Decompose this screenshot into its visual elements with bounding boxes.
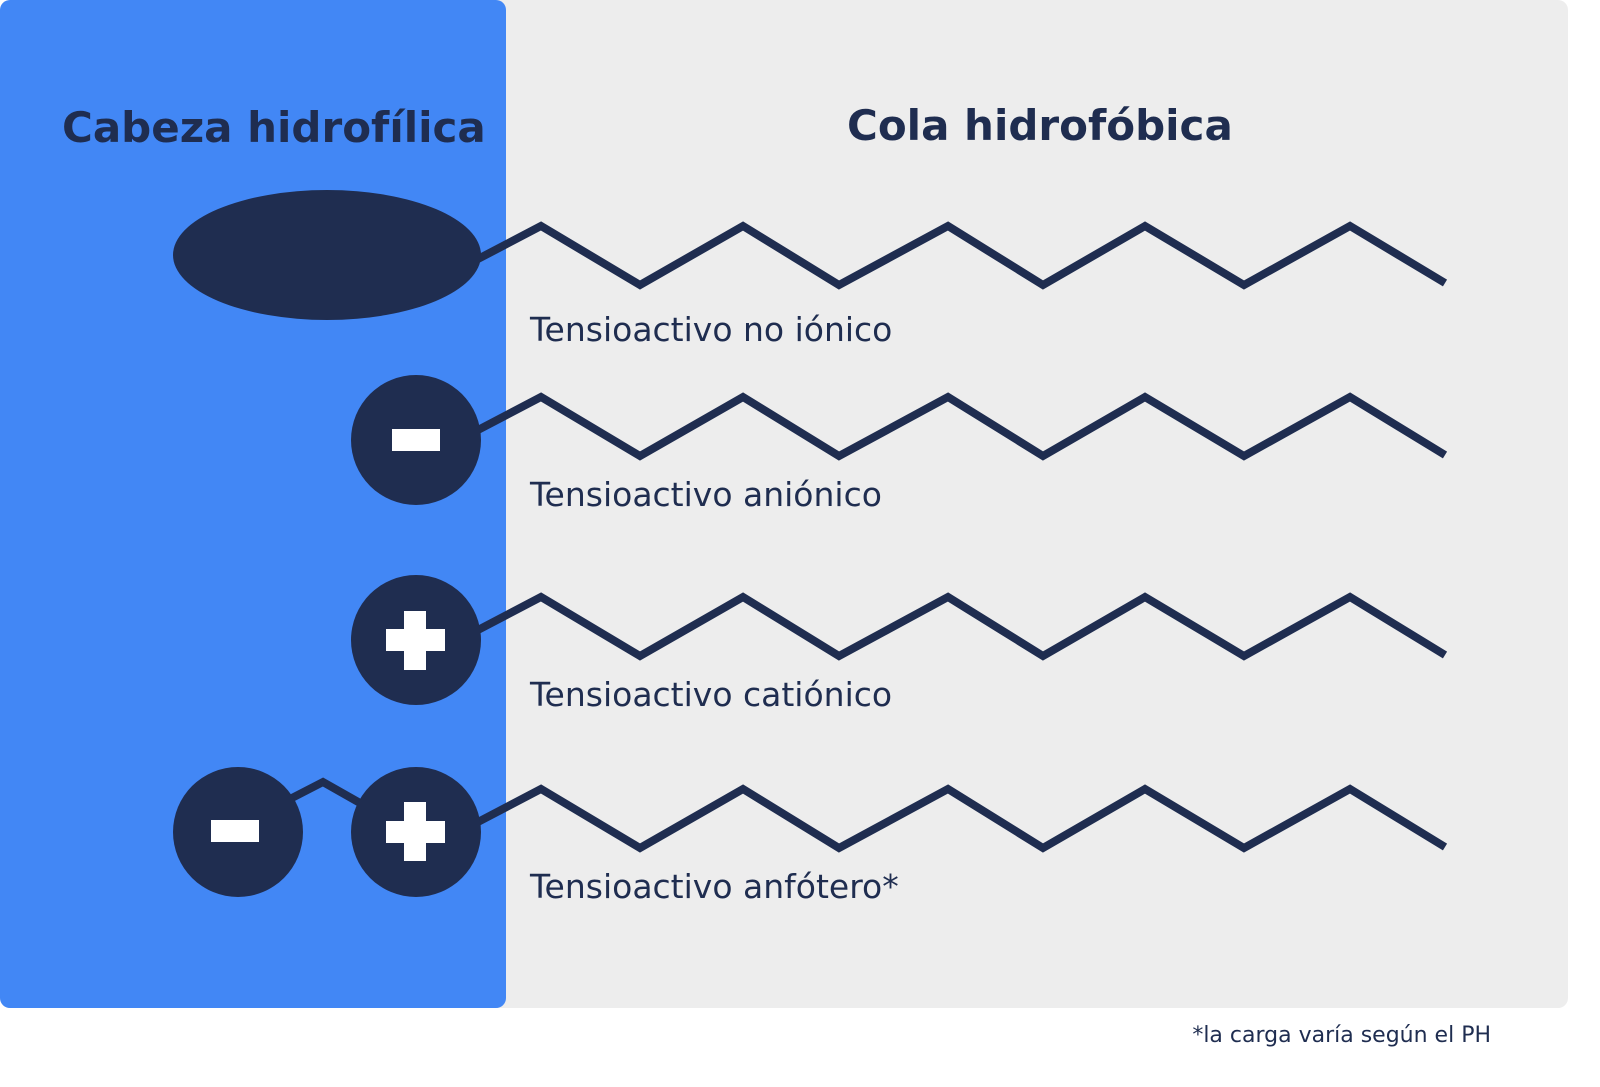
surfactant-row-anionic: Tensioactivo aniónico	[351, 375, 1448, 514]
hydrophobic-tail-chain	[476, 392, 1448, 461]
surfactant-label: Tensioactivo no iónico	[529, 310, 892, 349]
ellipse-head-icon	[173, 190, 481, 320]
surfactant-label: Tensioactivo catiónico	[529, 675, 892, 714]
head-linker	[288, 777, 362, 807]
surfactant-label: Tensioactivo aniónico	[529, 475, 882, 514]
minus-circle-icon	[351, 375, 481, 505]
surfactant-row-cationic: Tensioactivo catiónico	[351, 575, 1448, 714]
tail-heading: Cola hidrofóbica	[847, 101, 1233, 150]
footnote: *la carga varía según el PH	[1192, 1023, 1491, 1048]
head-heading: Cabeza hidrofílica	[62, 103, 486, 152]
surfactant-label: Tensioactivo anfótero*	[529, 867, 899, 906]
hydrophobic-tail-chain	[476, 592, 1448, 661]
surfactant-row-amphoteric: Tensioactivo anfótero*	[173, 767, 1448, 906]
hydrophobic-tail-chain	[476, 784, 1448, 853]
hydrophobic-tail-chain	[476, 221, 1448, 290]
surfactant-row-nonionic: Tensioactivo no iónico	[173, 190, 1448, 349]
minus-plus-circles-icon	[173, 767, 481, 897]
plus-circle-icon	[351, 575, 481, 705]
